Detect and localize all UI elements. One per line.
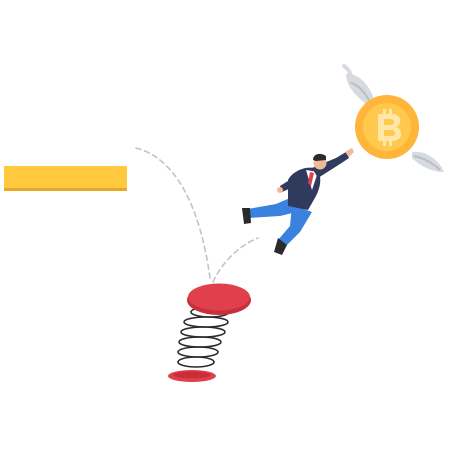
businessman-back-hand: [277, 187, 283, 193]
businessman: [242, 148, 354, 255]
trajectory-right-arc: [212, 237, 259, 283]
jump-trajectory: [135, 147, 259, 283]
trajectory-left-arc: [135, 147, 211, 279]
spring-icon: [177, 306, 230, 368]
businessman-back-leg: [278, 205, 312, 246]
businessman-tie: [308, 172, 314, 186]
businessman-back-shoe: [274, 238, 287, 255]
flying-bitcoin: [342, 64, 444, 172]
businessman-front-shoe: [242, 208, 251, 224]
yellow-platform: [4, 166, 127, 191]
bitcoin-coin-icon: [355, 95, 419, 159]
businessman-hair: [313, 153, 326, 161]
spring: [168, 283, 251, 382]
spring-top: [187, 283, 251, 315]
wing-icon-left: [342, 64, 374, 104]
businessman-reaching-arm: [312, 152, 349, 178]
businessman-back-arm: [280, 176, 300, 192]
businessman-reaching-hand: [345, 148, 354, 157]
wing-icon-right: [412, 151, 444, 172]
